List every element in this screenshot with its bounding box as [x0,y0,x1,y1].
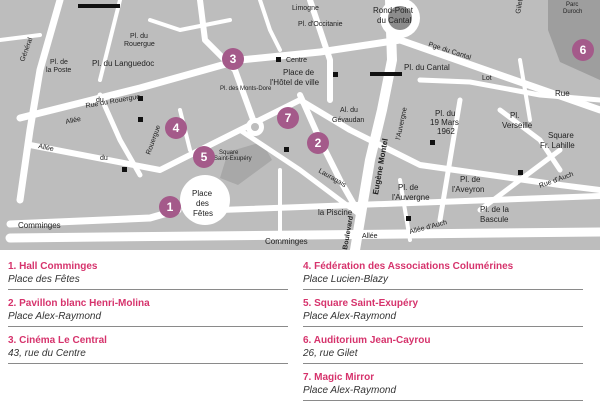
rond-point-center [388,6,412,30]
street-label: Gévaudan [332,117,364,124]
marker-6[interactable]: 6 [572,39,594,61]
street-label: Pl. du Languedoc [92,59,154,68]
street-label: Pl. de la [480,205,509,214]
street-label: Pl. de [398,183,419,192]
street-label: Pl. du Cantal [404,63,450,72]
building-markers [122,57,523,221]
bridge-bar [78,4,120,8]
street-label: la Poste [46,67,71,74]
marker-4[interactable]: 4 [165,117,187,139]
city-map[interactable]: Centre Limogne Pl. d'Occitanie Rond-Poin… [0,0,600,250]
square-label: Square [219,150,239,156]
venue-name: 2. Pavillon blanc Henri-Molina [8,298,150,309]
street-label: Fr. Lahille [540,141,575,150]
street-label: Al. du [340,107,358,114]
venue-address: Place Alex-Raymond [303,311,397,322]
marker-number: 5 [201,150,208,164]
marker-number: 7 [285,111,292,125]
venue-name: 6. Auditorium Jean-Cayrou [303,335,431,346]
legend-entry-5[interactable]: 5. Square Saint-Exupéry Place Alex-Raymo… [303,295,583,327]
venue-name: 5. Square Saint-Exupéry [303,298,419,309]
venue-address: Place des Fêtes [8,274,80,285]
street-label: Allée [65,116,82,126]
street-label: Pl. du [130,33,148,40]
street-label: Pl. du [435,109,455,118]
street-label: Gilet [515,0,524,14]
marker-3[interactable]: 3 [222,48,244,70]
street-label: 19 Mars [430,118,459,127]
street-label: Allée [362,233,378,240]
venue-name: 1. Hall Comminges [8,261,98,272]
roundabout-center-island [251,123,259,131]
marker-number: 2 [315,136,322,150]
venue-markers: 1 2 3 4 5 6 7 [159,39,594,218]
street-label: l'Hôtel de ville [270,78,320,87]
street-label: Limogne [292,5,319,12]
street-label: du [96,97,104,104]
legend-entry-2[interactable]: 2. Pavillon blanc Henri-Molina Place Ale… [8,295,288,327]
legend-entry-6[interactable]: 6. Auditorium Jean-Cayrou 26, rue Gilet [303,332,583,364]
street-label: l'Auvergne [392,193,430,202]
street-label: Pl. d'Occitanie [298,21,343,28]
street-label: Rond-Point [373,6,414,15]
venue-address: Place Lucien-Blazy [303,274,389,285]
legend-entry-4[interactable]: 4. Fédération des Associations Columérin… [303,258,583,290]
marker-5[interactable]: 5 [193,146,215,168]
street-label: Rue [555,89,570,98]
road-network [0,0,600,250]
place-label: des [196,199,209,208]
marker-7[interactable]: 7 [277,107,299,129]
marker-2[interactable]: 2 [307,132,329,154]
venue-name: 7. Magic Mirror [303,372,375,383]
street-label: Square [548,131,574,140]
street-label: Pl. [510,111,519,120]
venue-name: 4. Fédération des Associations Columérin… [303,261,514,272]
marker-number: 1 [167,200,174,214]
street-label: Rouergue [124,41,155,48]
square-label: Saint-Exupéry [214,156,252,162]
bridge-bar [370,72,402,76]
legend-entry-1[interactable]: 1. Hall Comminges Place des Fêtes [8,258,288,290]
street-label: l'Aveyron [452,185,485,194]
park-label: Parc [566,2,578,8]
street-label: Pl. des Monts-Dore [220,86,272,92]
venue-name: 3. Cinéma Le Central [8,335,107,346]
place-label: Fêtes [193,209,213,218]
map-canvas: Centre Limogne Pl. d'Occitanie Rond-Poin… [0,0,600,250]
park-label: Duroch [563,9,582,15]
legend-entry-3[interactable]: 3. Cinéma Le Central 43, rue du Centre [8,332,288,364]
street-label: la Piscine [318,208,353,217]
venue-address: Place Alex-Raymond [8,311,102,322]
street-label: Place de [283,68,315,77]
marker-1[interactable]: 1 [159,196,181,218]
street-label: Centre [286,57,307,64]
street-label: Verseille [502,121,533,130]
marker-number: 4 [173,121,180,135]
legend-column-left: 1. Hall Comminges Place des Fêtes 2. Pav… [8,258,288,369]
place-label: Place [192,189,213,198]
marker-number: 3 [230,52,237,66]
street-label: du [100,155,108,162]
place-des-fetes [180,175,230,225]
venue-address: 26, rue Gilet [303,348,358,359]
square-area [220,142,272,185]
venue-address: Place Alex-Raymond [303,385,397,396]
street-label: Allée [38,143,55,153]
legend-entry-7[interactable]: 7. Magic Mirror Place Alex-Raymond [303,369,583,401]
marker-number: 6 [580,43,587,57]
street-label: Pl. de [50,59,68,66]
street-label: Pl. de [460,175,481,184]
street-label: 1962 [437,127,455,136]
legend-column-right: 4. Fédération des Associations Columérin… [303,258,583,406]
street-label: Bascule [480,215,509,224]
street-label: Lot [482,75,492,82]
venue-address: 43, rue du Centre [8,348,86,359]
street-label: Comminges [265,237,308,246]
street-label: Comminges [18,221,61,230]
street-label: du Cantal [377,16,411,25]
